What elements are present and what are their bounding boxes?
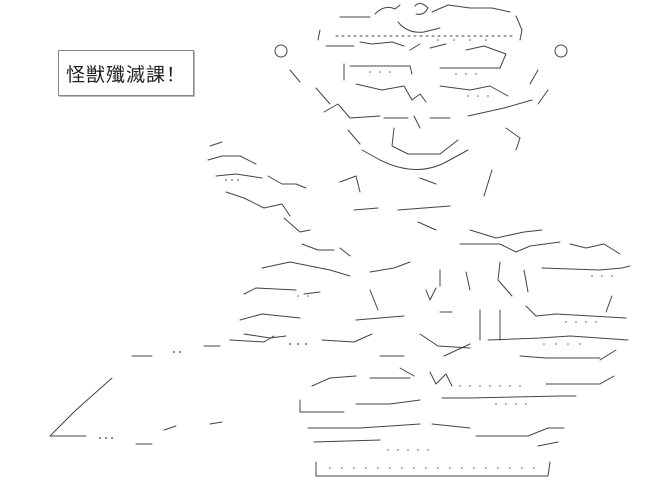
arm-icon [49, 335, 275, 445]
hat-icon [317, 2, 523, 41]
speech-box: 怪獣殲滅課！ [58, 50, 194, 96]
head-icon [289, 41, 549, 105]
belt-icon [299, 343, 615, 477]
ear-circle-icon [274, 44, 568, 58]
speech-text: 怪獣殲滅課！ [65, 63, 186, 86]
face-icon [323, 83, 533, 197]
dot-texture-icon [99, 39, 613, 469]
torso-icon [239, 241, 631, 361]
hand-icon [207, 141, 543, 239]
